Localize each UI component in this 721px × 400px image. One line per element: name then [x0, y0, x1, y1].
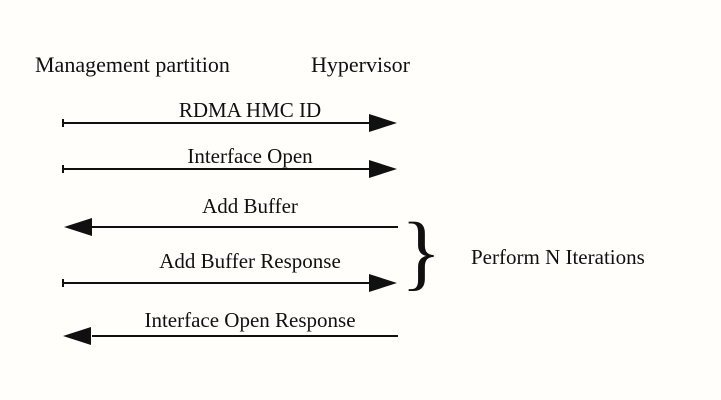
message-label-rdma-hmc-id: RDMA HMC ID: [178, 98, 322, 122]
participant-hypervisor: Hypervisor: [311, 52, 410, 77]
participant-management-partition: Management partition: [35, 52, 230, 77]
message-label-add-buffer: Add Buffer: [202, 194, 298, 218]
iteration-annotation: Perform N Iterations: [471, 245, 645, 269]
message-label-interface-open: Interface Open: [187, 144, 313, 168]
grouping-brace: }: [401, 206, 442, 299]
message-label-add-buffer-response: Add Buffer Response: [159, 249, 341, 273]
message-label-interface-open-response: Interface Open Response: [144, 308, 356, 332]
